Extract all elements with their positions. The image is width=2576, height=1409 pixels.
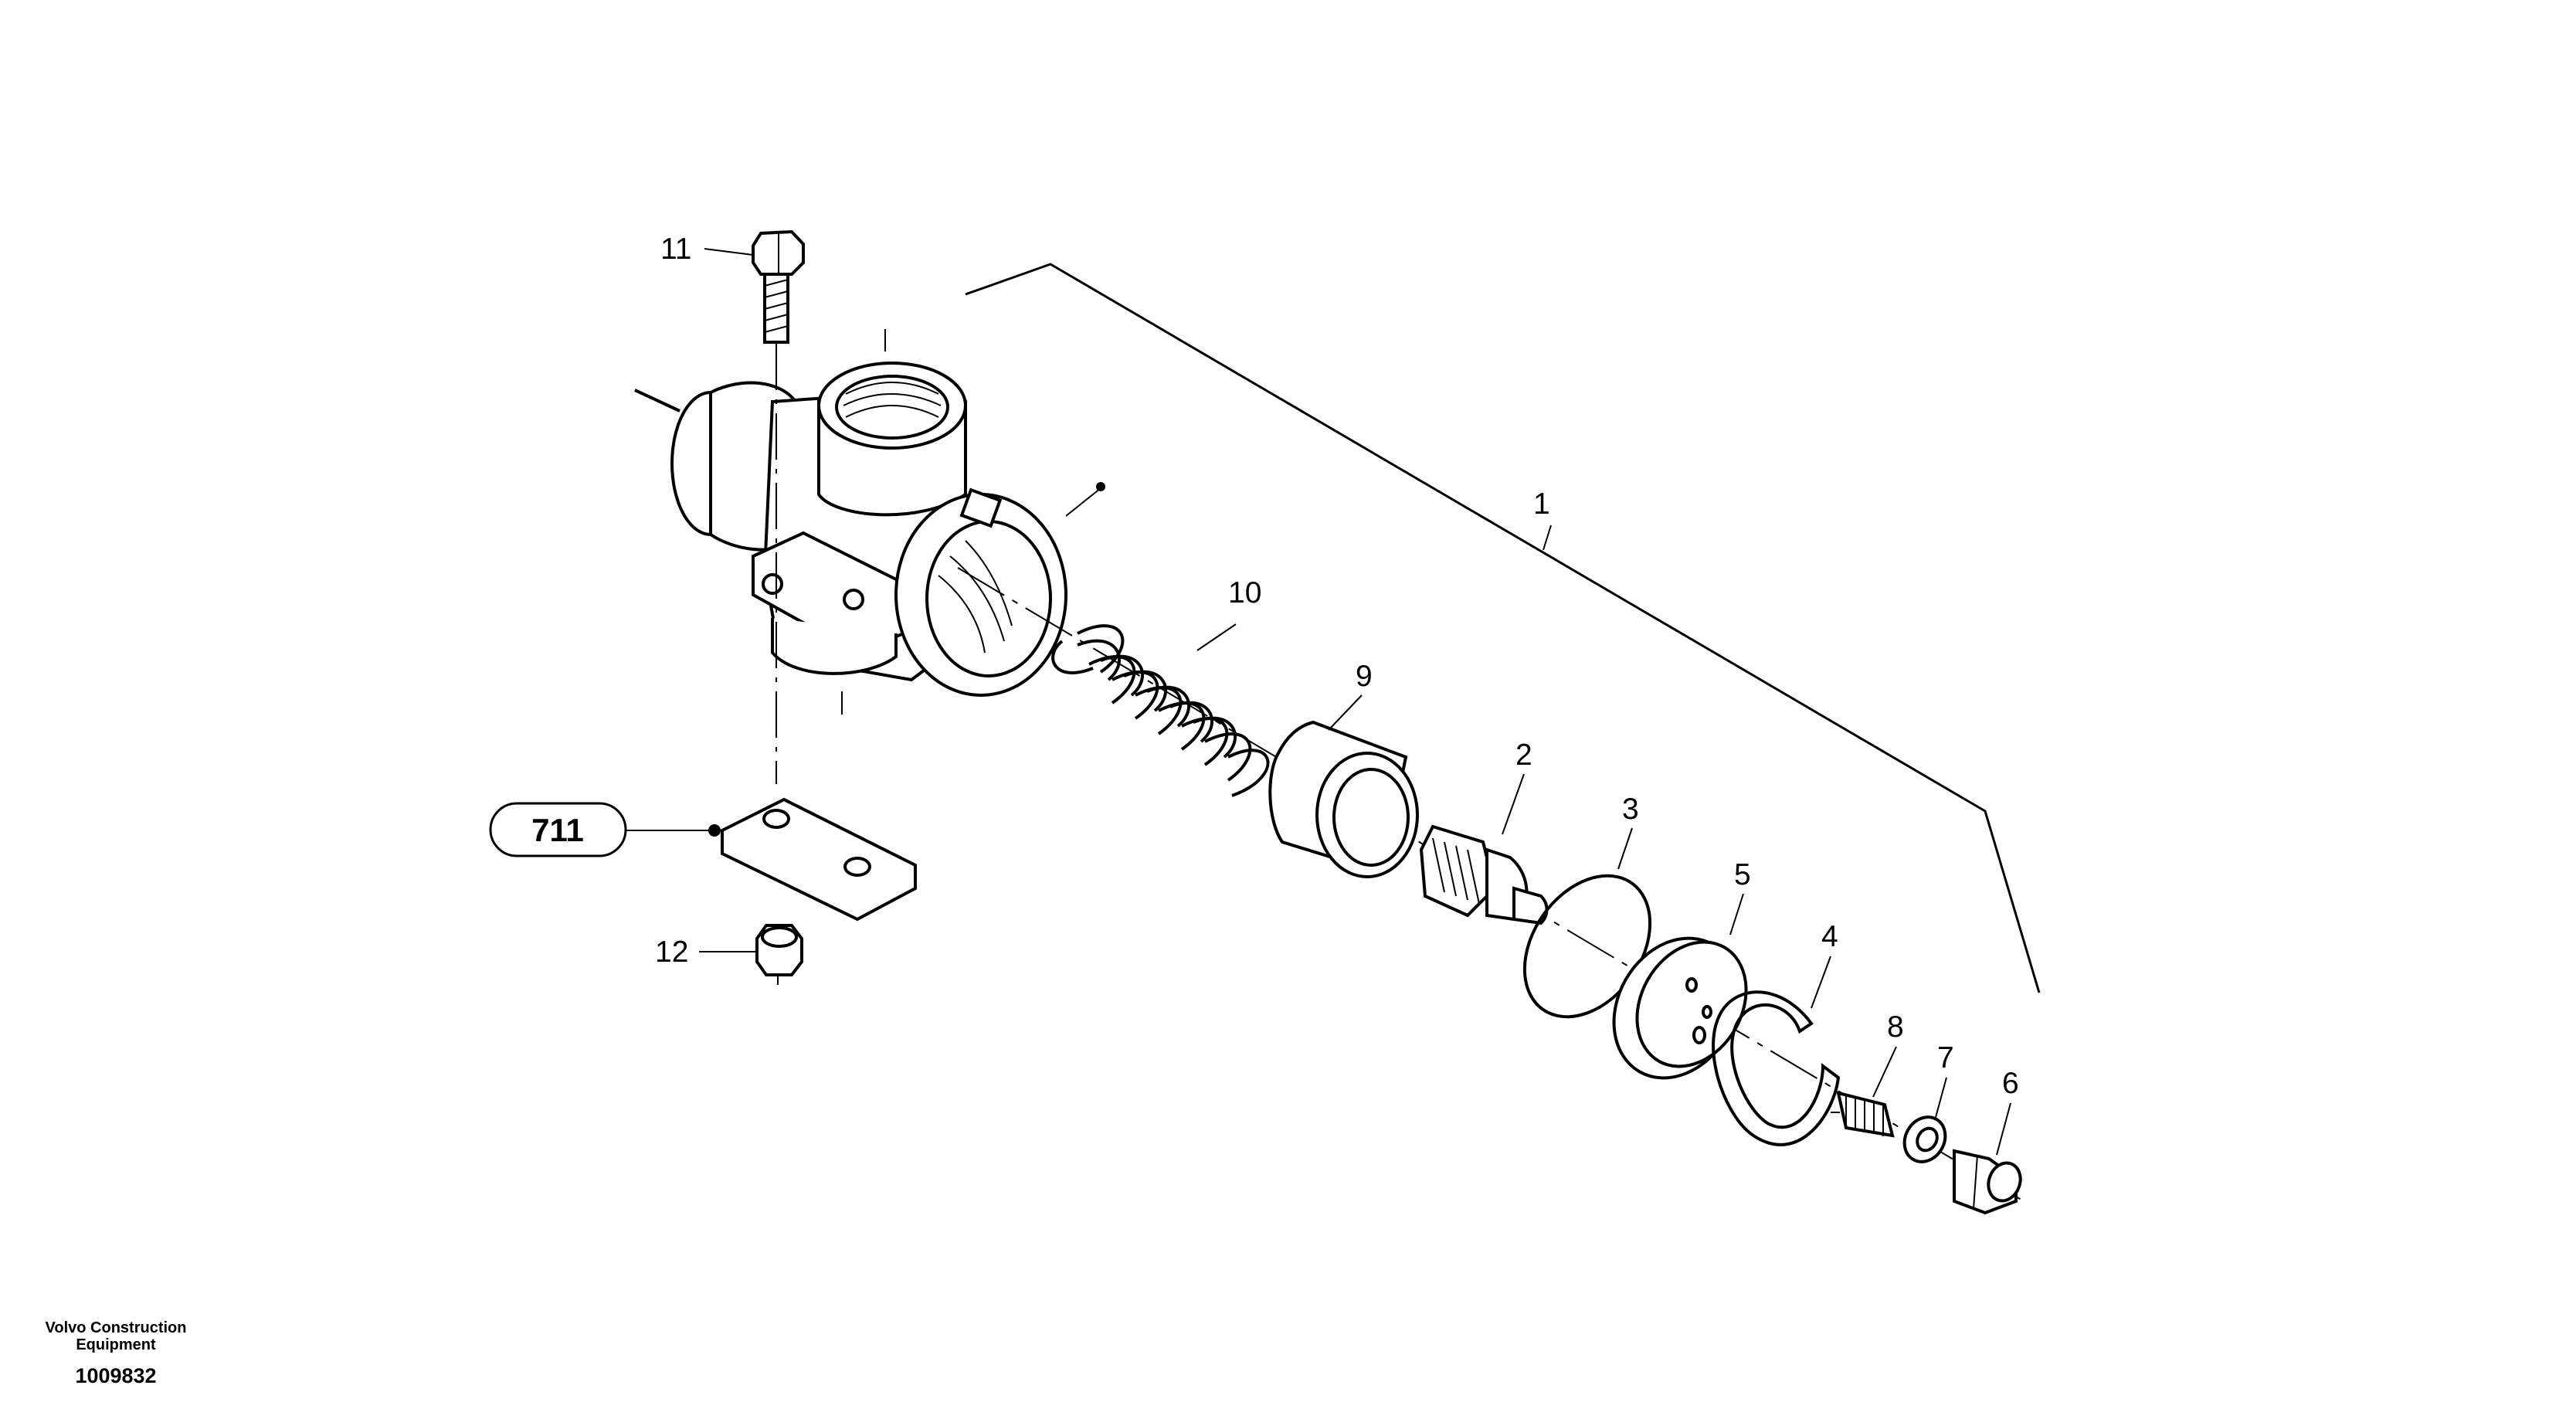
callout-11: 11 [660,233,692,266]
sleeve-part-9 [1268,720,1419,878]
callout-3: 3 [1622,793,1639,826]
callout-7: 7 [1937,1041,1954,1075]
reference-number: 711 [531,812,584,848]
callout-5: 5 [1734,858,1751,891]
brand-line-1: Volvo Construction [46,1319,187,1336]
snap-ring-part-4 [1712,990,1841,1146]
callout-2: 2 [1515,738,1532,772]
footer-block: Volvo Construction Equipment 1009832 [46,1319,187,1387]
valve-body-housing [634,329,1105,715]
callout-12: 12 [655,935,688,969]
bolt-part-11 [752,229,805,784]
callout-6: 6 [2002,1067,2019,1100]
callout-labels: 11 1 10 9 2 3 5 4 8 7 6 12 [655,233,2019,1100]
adjusting-screw-part-8 [1831,1091,1895,1138]
callout-1: 1 [1533,487,1550,521]
assembly-bracket-line [965,263,2041,993]
callout-9: 9 [1356,660,1373,693]
brand-line-2: Equipment [76,1336,156,1353]
callout-8: 8 [1887,1010,1904,1044]
nut-part-12 [755,924,803,985]
drawing-number: 1009832 [75,1364,156,1387]
callout-leaders [618,248,2011,1156]
cap-part-5 [1612,936,1748,1080]
reference-box-711: 711 [489,802,627,857]
callout-10: 10 [1228,576,1261,609]
washer-part-7 [1902,1115,1947,1163]
mounting-plate [721,797,917,922]
piston-part-2 [1419,824,1549,925]
cap-nut-part-6 [1953,1149,2022,1215]
spring-part-10 [1051,624,1270,797]
callout-4: 4 [1821,920,1838,953]
